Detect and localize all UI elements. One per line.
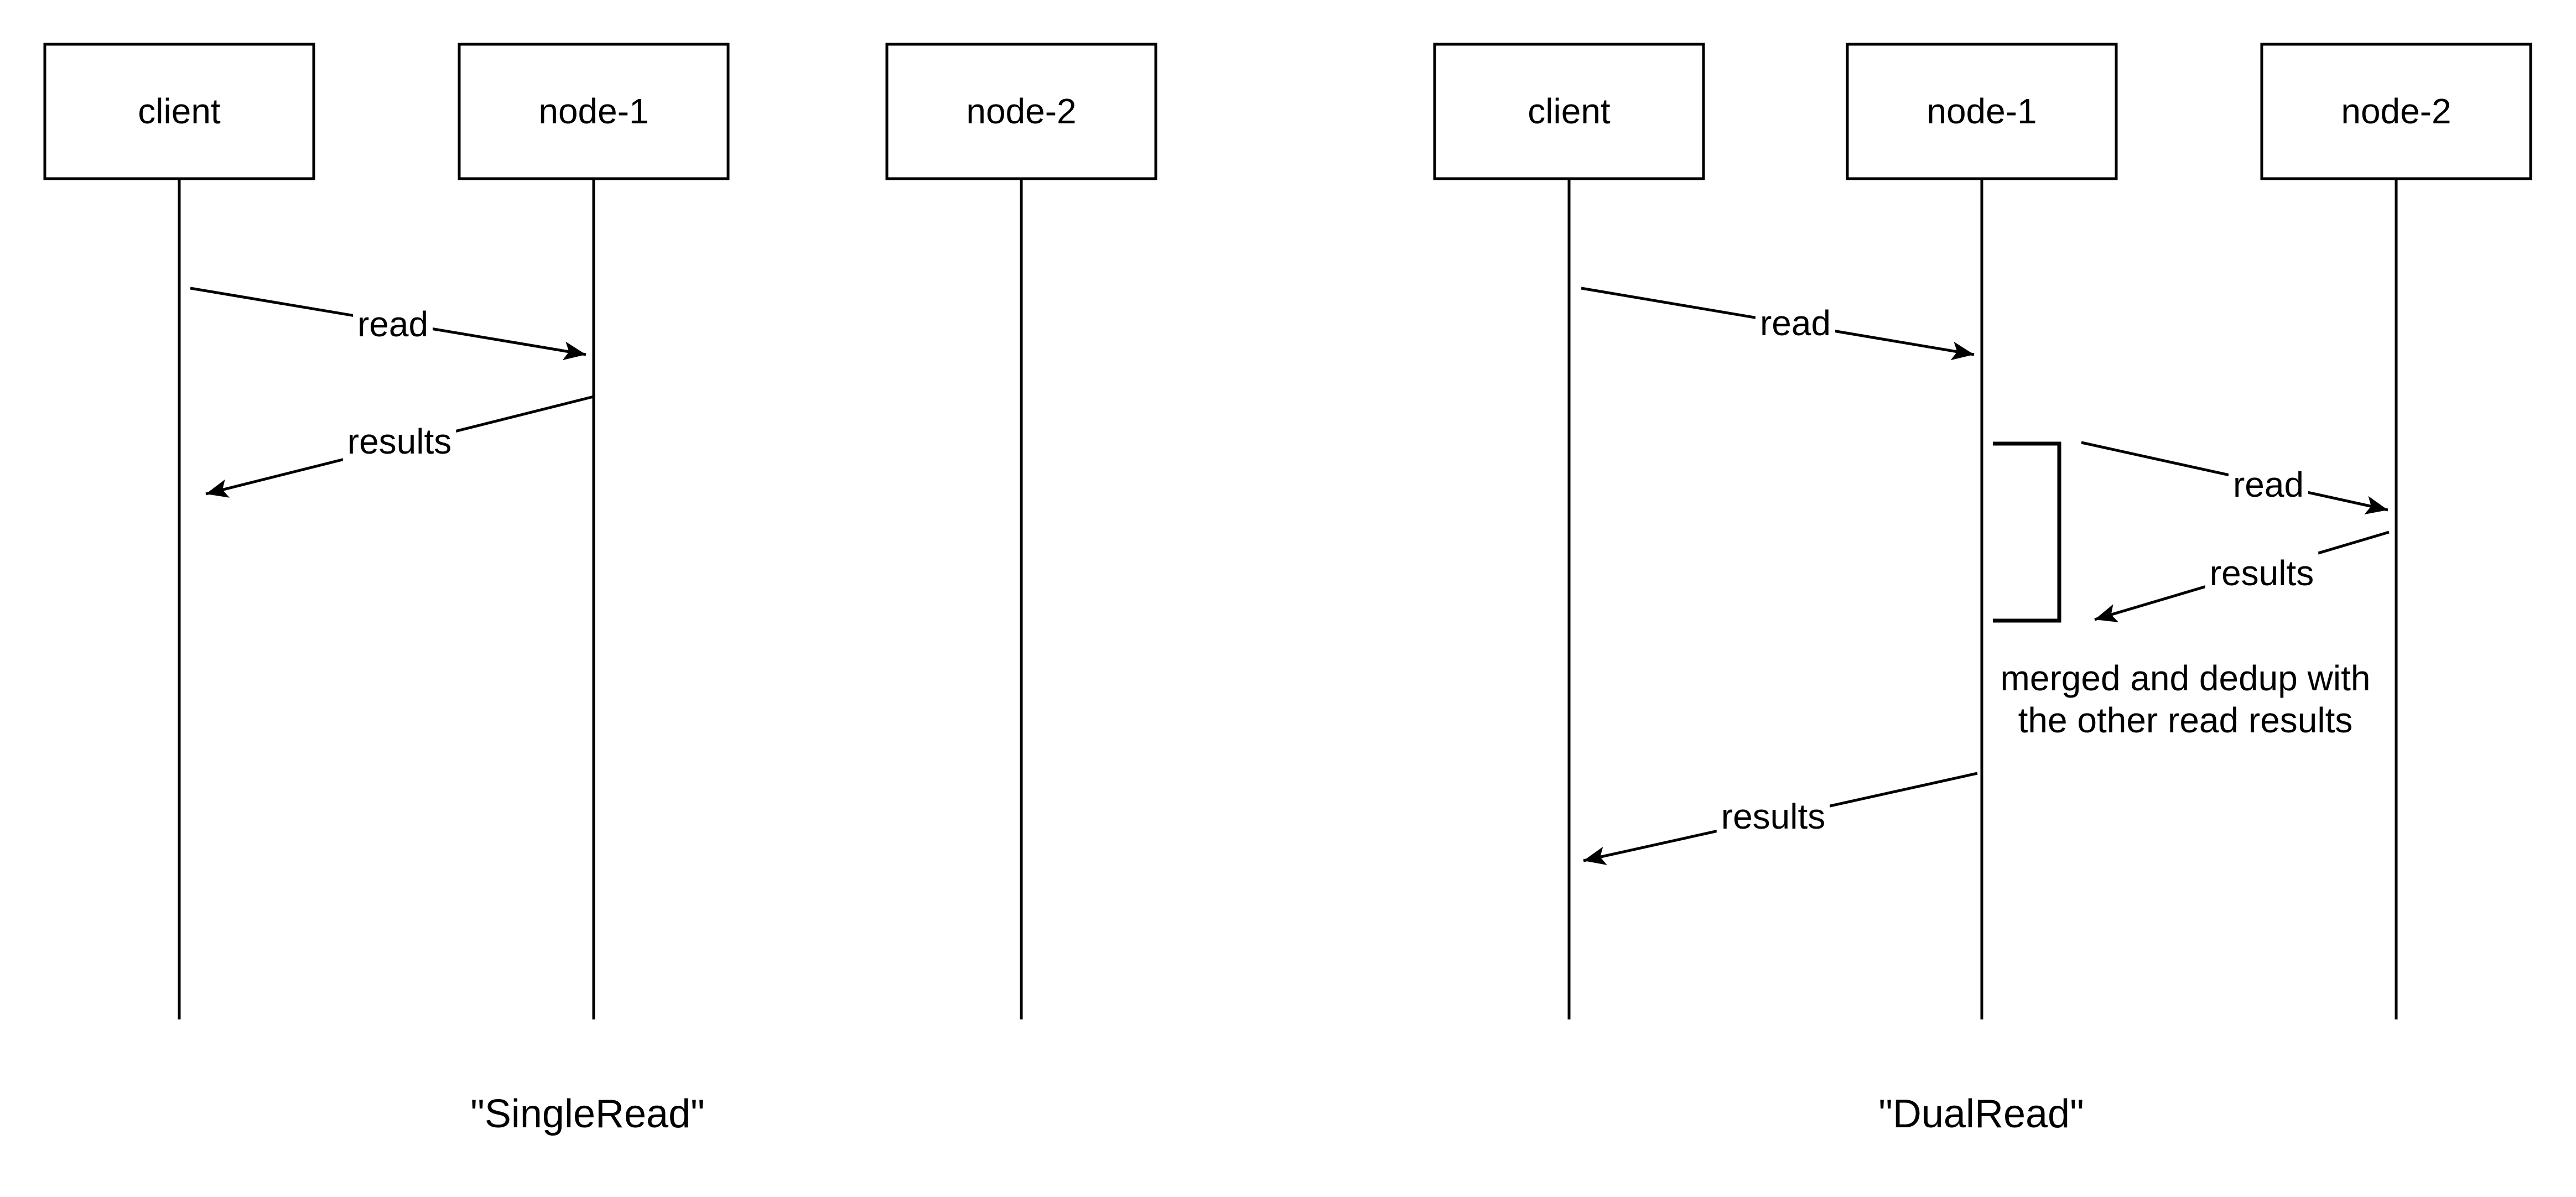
participant-label: client bbox=[1528, 91, 1611, 131]
diagram-dualread: client node-1 node-2 read read results bbox=[1433, 43, 2532, 1136]
participant-box bbox=[1846, 43, 2118, 180]
diagram-caption-singleread: "SingleRead" bbox=[470, 1092, 704, 1136]
message-label: results bbox=[2210, 553, 2314, 593]
label-backdrop bbox=[342, 420, 456, 462]
label-backdrop bbox=[1716, 795, 1830, 837]
participant-box bbox=[43, 43, 315, 180]
message-read-client-to-node-1: read bbox=[190, 287, 586, 361]
diagram-singleread: client node-1 node-2 read results "Singl… bbox=[43, 43, 1157, 1136]
participant-box bbox=[2260, 43, 2532, 180]
participant-box bbox=[1433, 43, 1705, 180]
message-label: read bbox=[2233, 465, 2304, 504]
message-results-node-1-to-client: results bbox=[205, 395, 594, 498]
participant-node-1: node-1 bbox=[1846, 43, 2118, 180]
participant-label: node-1 bbox=[538, 91, 648, 131]
label-backdrop bbox=[352, 303, 433, 345]
note-merged-dedup: merged and dedup with the other read res… bbox=[2001, 658, 2371, 740]
participant-label: node-2 bbox=[966, 91, 1076, 131]
message-read-client-to-node-1: read bbox=[1581, 287, 1975, 361]
diagram-caption-dualread: "DualRead" bbox=[1878, 1092, 2084, 1136]
message-label: read bbox=[1760, 303, 1831, 343]
participant-label: client bbox=[138, 91, 221, 131]
activation-bracket bbox=[1993, 441, 2061, 623]
participant-node-2: node-2 bbox=[885, 43, 1157, 180]
participant-node-1: node-1 bbox=[458, 43, 730, 180]
participant-label: node-2 bbox=[2341, 91, 2451, 131]
message-read-node-1-to-node-2: read bbox=[2081, 441, 2388, 514]
message-label: read bbox=[357, 304, 428, 344]
message-results-node-1-to-client: results bbox=[1583, 772, 1978, 865]
participant-client: client bbox=[1433, 43, 1705, 180]
participant-label: node-1 bbox=[1926, 91, 2037, 131]
label-backdrop bbox=[2228, 464, 2309, 506]
note-text-line-1: merged and dedup with bbox=[2001, 658, 2371, 698]
message-label: results bbox=[347, 421, 452, 461]
participant-node-2: node-2 bbox=[2260, 43, 2532, 180]
label-backdrop bbox=[2205, 552, 2319, 594]
message-results-node-2-to-node-1: results bbox=[2094, 530, 2390, 622]
participant-box bbox=[458, 43, 730, 180]
participant-client: client bbox=[43, 43, 315, 180]
label-backdrop bbox=[1755, 302, 1836, 344]
message-label: results bbox=[1721, 797, 1826, 836]
participant-box bbox=[885, 43, 1157, 180]
note-text-line-2: the other read results bbox=[2018, 700, 2353, 740]
